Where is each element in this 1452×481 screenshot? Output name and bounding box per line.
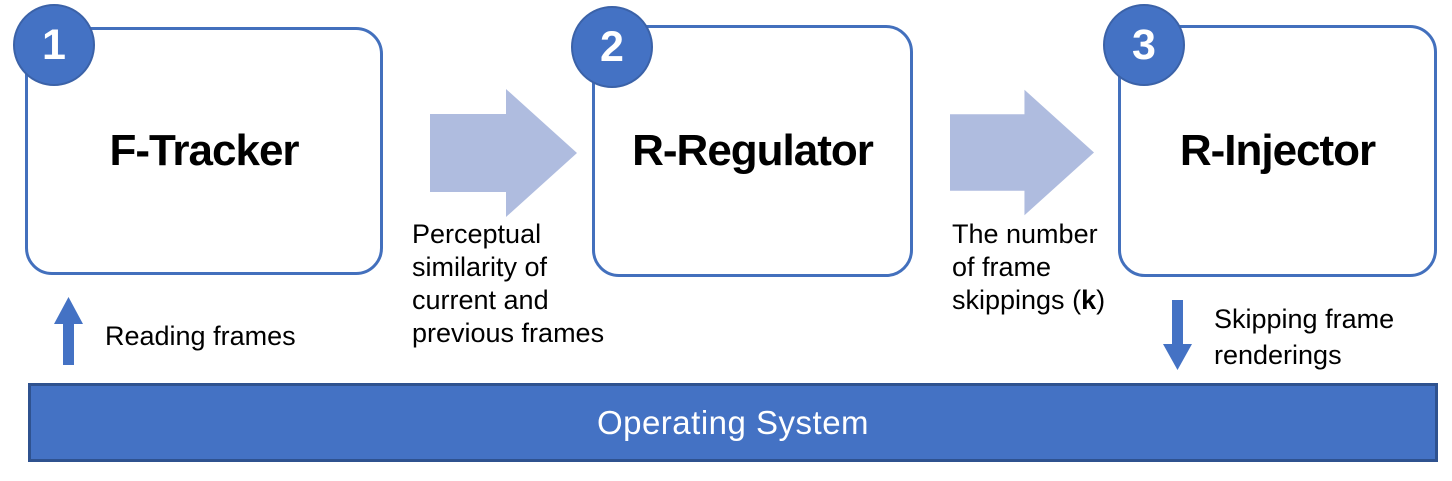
step-badge-1: 1 <box>13 4 95 86</box>
output-label-line1: Skipping frame <box>1214 304 1395 334</box>
connector2-label: The number of frame skippings (k) <box>952 218 1105 317</box>
connector2-label-line3: skippings (k) <box>952 284 1105 317</box>
module-box-r-regulator: R-Regulator <box>592 25 913 277</box>
connector1-label-line3: current and <box>412 285 549 315</box>
connector2-label-line2: of frame <box>952 252 1052 282</box>
connector2-label-line3-prefix: skippings ( <box>952 285 1082 315</box>
step-number-2: 2 <box>600 22 624 71</box>
step-badge-2: 2 <box>571 6 653 88</box>
connector1-label-line1: Perceptual <box>412 219 542 249</box>
step-number-3: 3 <box>1132 20 1156 69</box>
down-arrow-icon <box>1163 300 1192 370</box>
connector2-label-line1: The number <box>952 219 1098 249</box>
module-title-r-regulator: R-Regulator <box>632 126 874 175</box>
input-label-reading-frames: Reading frames <box>105 320 296 353</box>
output-label-line2: renderings <box>1214 340 1342 370</box>
operating-system-bar: Operating System <box>28 383 1438 462</box>
step-badge-3: 3 <box>1103 4 1185 86</box>
output-label-skipping-frames: Skipping frame renderings <box>1214 301 1394 373</box>
input-label-line: Reading frames <box>105 321 296 351</box>
connector2-label-line3-suffix: ) <box>1096 285 1106 315</box>
connector1-label-line4: previous frames <box>412 318 605 348</box>
right-block-arrow-icon-2 <box>950 89 1094 216</box>
connector1-label-line2: similarity of <box>412 252 548 282</box>
module-title-r-injector: R-Injector <box>1179 126 1376 175</box>
operating-system-label: Operating System <box>596 403 870 441</box>
step-number-1: 1 <box>42 20 66 69</box>
connector2-label-k-bold: k <box>1081 285 1097 315</box>
right-block-arrow-icon-1 <box>430 89 577 217</box>
connector1-label: Perceptual similarity of current and pre… <box>412 218 604 350</box>
module-title-f-tracker: F-Tracker <box>109 126 299 175</box>
up-arrow-icon <box>54 297 83 365</box>
